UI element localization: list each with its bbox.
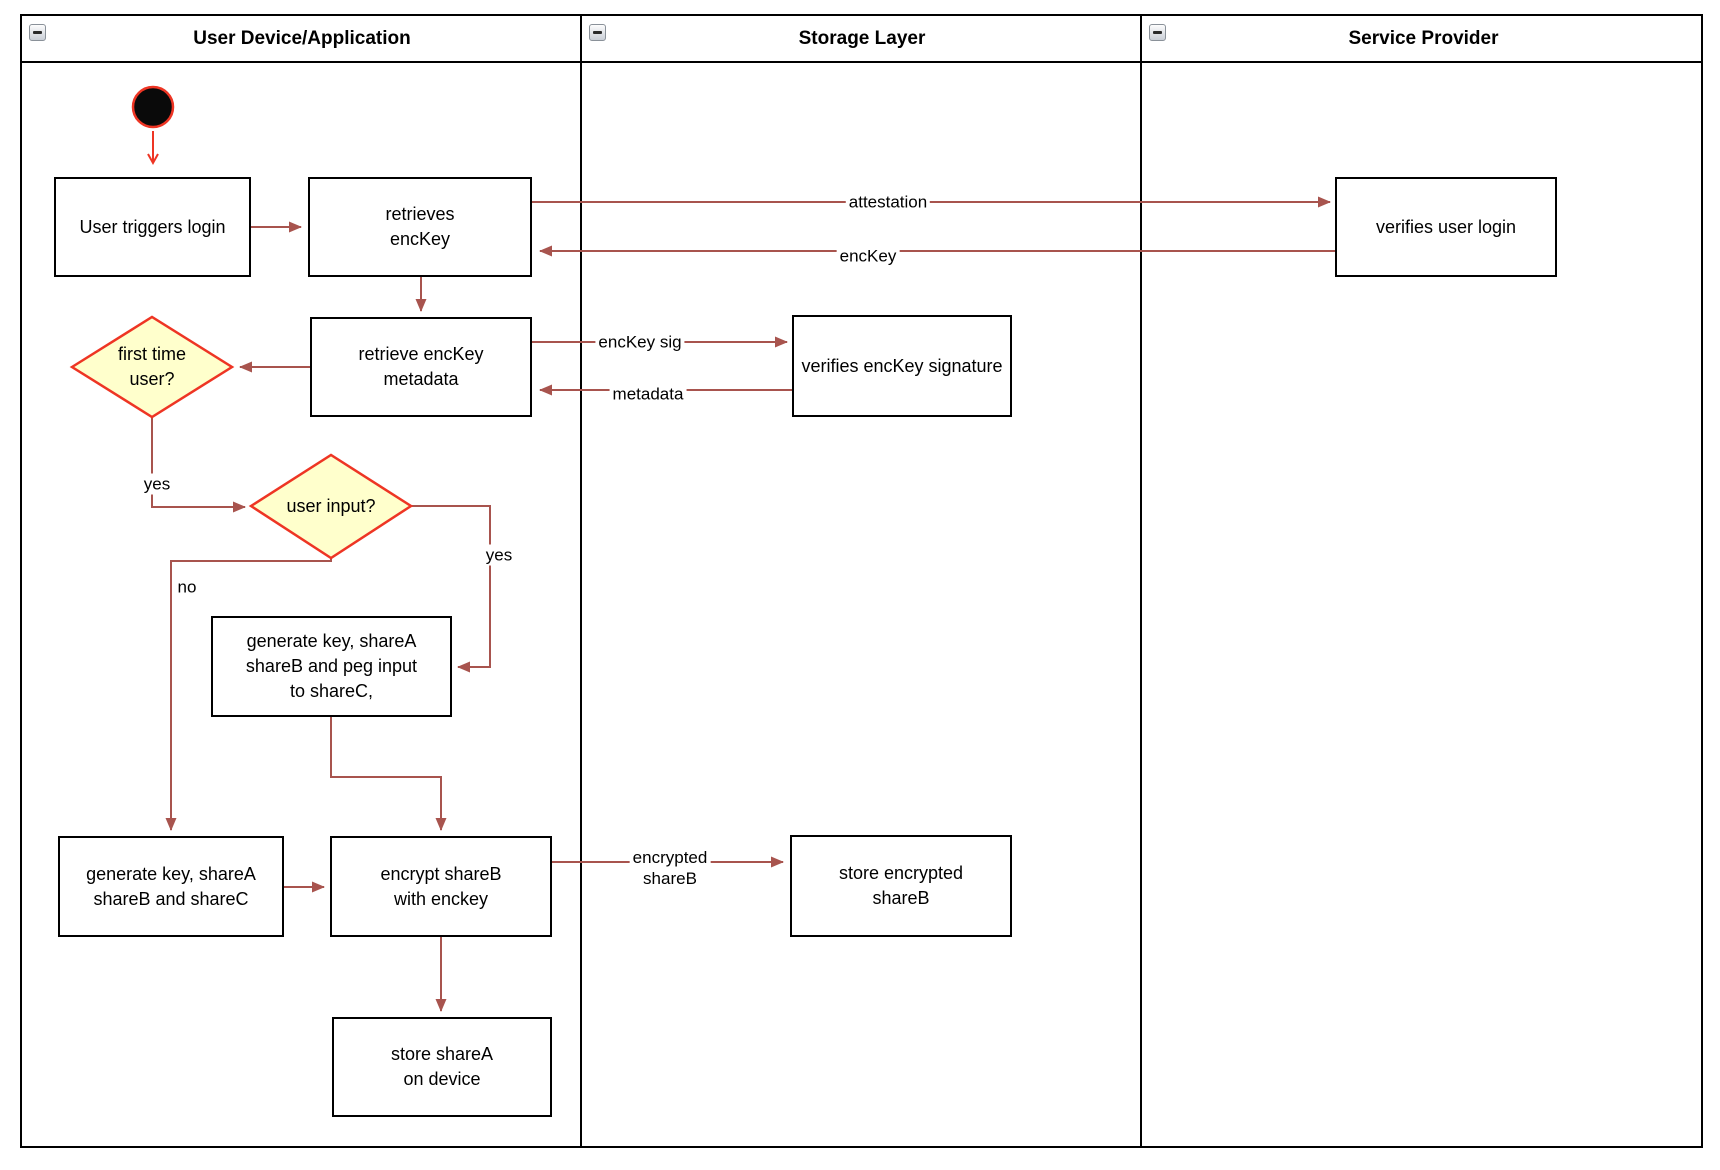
node-label: generate key, shareA shareB and shareC <box>86 863 256 909</box>
node-label: retrieves encKey <box>385 204 455 249</box>
decision-label-user-input: user input? <box>286 496 376 516</box>
node-generate-key-sharec[interactable]: generate key, shareA shareB and shareC <box>58 836 284 937</box>
node-label: verifies encKey signature <box>801 355 1003 376</box>
edge-label-no-user-input: no <box>174 576 200 598</box>
node-label: encrypt shareB with enckey <box>380 863 502 909</box>
node-verifies-user-login[interactable]: verifies user login <box>1335 177 1557 277</box>
lane-collapse-button-user-device[interactable] <box>29 24 46 41</box>
lane-title-service-provider: Service Provider <box>1348 27 1499 49</box>
edge-label-yes-first-time: yes <box>140 473 174 495</box>
minus-icon <box>593 31 602 34</box>
node-retrieves-enckey[interactable]: retrieves encKey <box>308 177 532 277</box>
edge-label-yes-user-input: yes <box>482 544 516 566</box>
edge-label-encrypted-shareb: encrypted shareB <box>629 847 711 889</box>
node-label: generate key, shareA shareB and peg inpu… <box>245 631 418 701</box>
node-store-sharea-on-device[interactable]: store shareA on device <box>332 1017 552 1117</box>
minus-icon <box>33 31 42 34</box>
edge-firsttime-yes <box>151 417 246 513</box>
edge-userinput-no <box>165 558 332 831</box>
node-encrypt-shareb[interactable]: encrypt shareB with enckey <box>330 836 552 937</box>
node-label: store shareA on device <box>390 1044 494 1089</box>
lane-title-storage-layer: Storage Layer <box>798 27 926 49</box>
node-verifies-enckey-signature[interactable]: verifies encKey signature <box>792 315 1012 417</box>
node-store-encrypted-shareb[interactable]: store encrypted shareB <box>790 835 1012 937</box>
decision-label-first-time-user: first time user? <box>117 344 186 389</box>
lane-collapse-button-service-provider[interactable] <box>1149 24 1166 41</box>
node-label: User triggers login <box>79 216 226 237</box>
node-label: verifies user login <box>1375 216 1517 237</box>
lane-divider-1 <box>580 16 582 1146</box>
edge-label-metadata: metadata <box>609 383 687 405</box>
edge-peg-to-encrypt <box>330 717 447 831</box>
edge-userinput-yes <box>411 505 491 673</box>
node-user-triggers-login[interactable]: User triggers login <box>54 177 251 277</box>
edge-label-enckey: encKey <box>836 245 900 267</box>
minus-icon <box>1153 31 1162 34</box>
pool-header-divider <box>22 61 1701 63</box>
edge-label-enckey-sig: encKey sig <box>595 331 685 353</box>
lane-divider-2 <box>1140 16 1142 1146</box>
start-node[interactable] <box>131 85 175 129</box>
edge-label-attestation: attestation <box>845 191 931 213</box>
decision-first-time-user[interactable] <box>69 315 235 419</box>
node-label: store encrypted shareB <box>838 863 964 908</box>
node-generate-key-peg-input[interactable]: generate key, shareA shareB and peg inpu… <box>211 616 452 717</box>
lane-title-user-device: User Device/Application <box>193 27 411 49</box>
node-label: retrieve encKey metadata <box>358 344 484 389</box>
lane-collapse-button-storage-layer[interactable] <box>589 24 606 41</box>
decision-user-input[interactable] <box>248 453 414 560</box>
node-retrieve-enckey-metadata[interactable]: retrieve encKey metadata <box>310 317 532 417</box>
